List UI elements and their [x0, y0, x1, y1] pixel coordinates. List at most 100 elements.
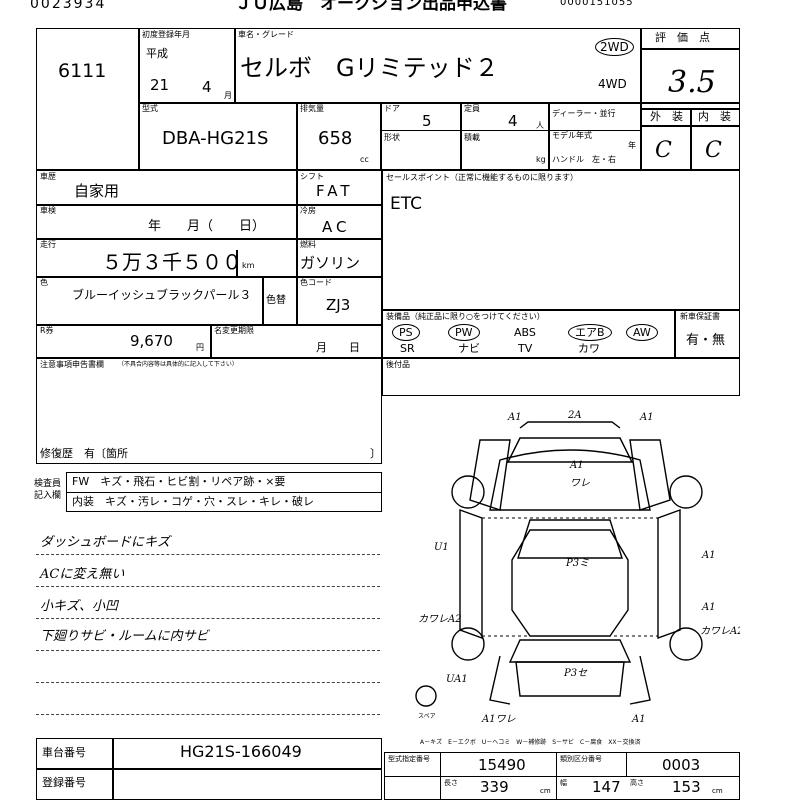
model-year-label: モデル年式: [552, 131, 592, 140]
handle-side: ハンドル 左・右: [552, 155, 616, 164]
load-unit: kg: [536, 155, 546, 164]
mark-a1-hood: A1: [569, 460, 584, 471]
aftermarket-box: [382, 358, 740, 396]
form-title: ＪＵ広島 オークション出品申込書: [235, 0, 507, 14]
mark-a1-rear-crack: A1ワレ: [481, 714, 516, 725]
category-number: 0003: [662, 756, 701, 774]
height-unit: cm: [712, 787, 723, 795]
sales-point-label: セールスポイント（正常に機能するものに限ります）: [386, 173, 578, 182]
shaken-value: 年 月（ 日）: [148, 219, 266, 234]
mark-a1-right-rear: A1: [701, 602, 716, 613]
history-label: 車歴: [40, 172, 56, 181]
note-1: ダッシュボードにキズ: [40, 535, 171, 550]
mark-a1-front-right: A1: [639, 412, 654, 423]
interior-label: 内 装: [698, 110, 731, 123]
equipment-label: 装備品（純正品に限り○をつけてください）: [386, 312, 545, 321]
mark-2a-front: 2A: [567, 410, 582, 421]
ac-label: 冷房: [300, 206, 316, 215]
drive-2wd: 2WD: [595, 38, 634, 56]
lot-prefix: 0023934: [30, 0, 107, 12]
drive-4wd: 4WD: [598, 77, 627, 91]
grade-value: 3.5: [668, 65, 716, 100]
note-2: ACに変え無い: [40, 567, 125, 582]
door-label: ドア: [384, 104, 400, 113]
chassis-number: HG21S-166049: [180, 742, 302, 761]
usage: 自家用: [74, 182, 120, 200]
era: 平成: [146, 47, 168, 60]
equip-tv: TV: [518, 342, 533, 355]
reg-year: 21: [150, 76, 170, 94]
fuel-label: 燃料: [300, 240, 316, 249]
mileage-label: 走行: [40, 240, 56, 249]
recycle-fee: 9,670: [130, 332, 173, 350]
color-change-label: 色替: [266, 295, 286, 306]
mark-ua1-rear-left: UA1: [446, 674, 468, 685]
capacity-unit: 人: [536, 121, 544, 130]
color-label: 色: [40, 278, 48, 287]
repair-close: 〕: [370, 447, 381, 460]
car-damage-diagram: A1 2A A1 A1 ワレ U1 P3ミ A1 A1 カワレA2 カワレA2 …: [415, 410, 740, 725]
length: 339: [480, 778, 509, 796]
equip-leather: カワ: [578, 342, 600, 355]
lot-number: 6111: [58, 60, 107, 82]
model-designation: 15490: [478, 756, 526, 774]
capacity: 4: [508, 112, 518, 130]
inspector-row1: FW キズ・飛石・ヒビ割・リペア跡・×要: [72, 475, 286, 488]
equip-abs: ABS: [514, 326, 536, 339]
mark-a1-right: A1: [701, 550, 716, 561]
notes-lines: [36, 520, 380, 720]
fuel: ガソリン: [300, 254, 361, 272]
cc-unit: cc: [360, 155, 369, 164]
month-unit: 月: [224, 91, 232, 100]
equip-ps: PS: [392, 324, 420, 341]
shaken-label: 車検: [40, 206, 56, 215]
note-4: 下廻りサビ・ルームに内サビ: [40, 629, 209, 644]
caution-label: 注意事項申告書欄: [40, 360, 104, 369]
mark-glass-crack: ワレ: [570, 478, 590, 489]
model-label: 型式: [142, 104, 158, 113]
car-name: セルボ Gリミテッド２: [240, 54, 499, 82]
year-unit: 年: [628, 141, 636, 150]
damage-legend: A－キズ E－エクボ U－ヘコミ W－補修跡 S－サビ C－腐食 XX－交換済: [420, 739, 641, 746]
name-change-value: 月 日: [316, 341, 360, 354]
sales-point-box: [382, 170, 740, 310]
equip-pw: PW: [448, 324, 480, 341]
inspector-row2: 内装 キズ・汚レ・コゲ・穴・スレ・キレ・破レ: [72, 495, 314, 508]
shape-label: 形状: [384, 133, 400, 142]
mark-left-cover: カワレA2: [418, 614, 462, 625]
history-box: [36, 170, 382, 358]
ac: AC: [322, 218, 351, 236]
repair-label: 修復歴 有〔箇所: [40, 447, 128, 460]
reg-number-label: 登録番号: [42, 776, 86, 789]
mileage: ５万３千５００: [102, 250, 242, 274]
length-label: 長さ: [444, 779, 458, 787]
dealer-label: ディーラー・並行: [552, 109, 616, 118]
yen-unit: 円: [196, 343, 204, 352]
capacity-label: 定員: [464, 104, 480, 113]
spare-label: スペア: [418, 713, 436, 720]
category-label: 類別区分番号: [560, 755, 602, 763]
caution-sub: （不具合内容等は具体的に記入して下さい）: [118, 361, 238, 368]
displacement-label: 排気量: [300, 104, 324, 113]
name-change-label: 名変更期限: [214, 326, 254, 335]
warranty-value: 有・無: [686, 333, 726, 348]
mark-p3-roof: P3ミ: [565, 558, 589, 569]
mark-u1-left: U1: [434, 542, 449, 553]
aftermarket-label: 後付品: [386, 360, 410, 369]
equip-sr: SR: [400, 342, 415, 355]
color-code: ZJ3: [326, 296, 351, 314]
grade-label: 評 価 点: [655, 31, 710, 44]
equipment-grid: PS PW ABS エアB AW SR ナビ TV カワ: [388, 324, 672, 354]
mark-right-cover: カワレA2: [700, 626, 740, 637]
exterior-grade: C: [655, 138, 672, 163]
equip-airbag: エアB: [568, 324, 612, 341]
inspector-label: 検査員記入欄: [34, 479, 62, 501]
equip-aw: AW: [626, 324, 658, 341]
caution-box: [36, 358, 382, 464]
recycle-label: R券: [40, 326, 54, 335]
interior-grade: C: [705, 138, 722, 163]
vehicle-info-box: [36, 28, 740, 170]
mark-p3-trunk: P3セ: [563, 668, 588, 679]
model-code: DBA-HG21S: [162, 128, 269, 149]
width-label: 幅: [560, 779, 567, 787]
